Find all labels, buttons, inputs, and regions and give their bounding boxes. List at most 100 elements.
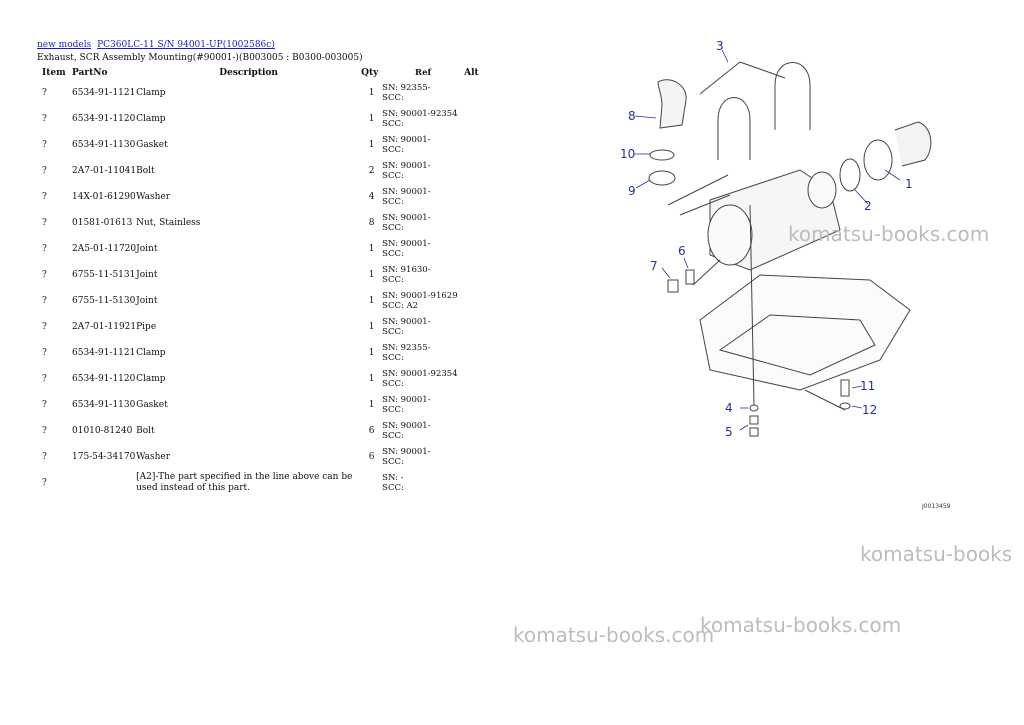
callout-10: 10 xyxy=(620,147,635,161)
cell-partno: 6534-91-1130 xyxy=(72,400,136,410)
ref-serial: SN: 92355- xyxy=(382,83,431,93)
callout-8: 8 xyxy=(628,109,636,123)
cell-description: Gasket xyxy=(136,400,168,410)
cell-alt xyxy=(464,184,494,210)
watermark: komatsu-books.com xyxy=(788,222,990,246)
cell-ref: SN: 90001-SCC: xyxy=(382,314,464,340)
cell-description: Washer xyxy=(136,452,171,462)
watermark: komatsu-books.com xyxy=(700,613,902,637)
cell-alt xyxy=(464,314,494,340)
callout-5: 5 xyxy=(725,425,733,439)
cell-alt xyxy=(464,132,494,158)
cell-partno: 6534-91-1120 xyxy=(72,374,136,384)
cell-item: ? xyxy=(42,348,47,358)
ref-scc: SCC: xyxy=(382,431,404,441)
header-partno: PartNo xyxy=(72,68,108,78)
breadcrumb-link-model[interactable]: PC360LC-11 S/N 94001-UP(1002586c) xyxy=(97,40,275,50)
cell-qty: 1 xyxy=(368,348,375,358)
parts-diagram: 1 2 3 4 5 6 7 8 10 9 11 12 xyxy=(620,39,932,439)
header-description: Description xyxy=(219,68,278,78)
cell-item: ? xyxy=(42,270,47,280)
cell-item: ? xyxy=(42,452,47,462)
cell-alt xyxy=(464,262,494,288)
ref-serial: SN: 90001- xyxy=(382,161,431,171)
cell-alt xyxy=(464,444,494,470)
ref-scc: SCC: xyxy=(382,119,404,129)
ref-serial: SN: 90001-92354 xyxy=(382,369,458,379)
cell-alt xyxy=(464,340,494,366)
cell-ref: SN: 90001-SCC: xyxy=(382,210,464,236)
ref-serial: SN: 90001- xyxy=(382,447,431,457)
cell-partno xyxy=(72,470,136,496)
cell-partno: 2A7-01-11921 xyxy=(72,322,137,332)
cell-partno: 175-54-34170 xyxy=(72,452,136,462)
cell-description: Bolt xyxy=(136,166,155,176)
ref-scc: SCC: xyxy=(382,145,404,155)
ref-serial: SN: 90001- xyxy=(382,239,431,249)
cell-qty: 1 xyxy=(368,140,375,150)
cell-partno: 6534-91-1120 xyxy=(72,114,136,124)
table-header-row: Item PartNo Description Qty Ref Alt xyxy=(37,66,494,80)
ref-serial: SN: - xyxy=(382,473,404,483)
cell-ref: SN: 90001-SCC: xyxy=(382,444,464,470)
cell-description: Pipe xyxy=(136,322,157,332)
cell-alt xyxy=(464,366,494,392)
cell-qty: 1 xyxy=(368,88,375,98)
cell-ref: SN: 90001-SCC: xyxy=(382,392,464,418)
breadcrumb-link-new-models[interactable]: new models xyxy=(37,40,92,50)
cell-qty: 1 xyxy=(368,374,375,384)
gasket-10-drawing xyxy=(649,149,675,161)
clamp-9-drawing xyxy=(648,170,676,186)
frame-drawing xyxy=(699,274,911,391)
cell-qty: 1 xyxy=(368,296,375,306)
cell-partno: 01010-81240 xyxy=(72,426,133,436)
breadcrumb: new models PC360LC-11 S/N 94001-UP(10025… xyxy=(37,40,278,50)
cell-alt xyxy=(464,392,494,418)
cell-qty: 1 xyxy=(368,114,375,124)
ref-scc: SCC: xyxy=(382,327,404,337)
cell-partno: 14X-01-61290 xyxy=(72,192,136,202)
parts-table: Item PartNo Description Qty Ref Alt ? 653… xyxy=(37,66,494,496)
cell-description: Washer xyxy=(136,192,171,202)
cell-item: ? xyxy=(42,426,47,436)
cell-ref: SN: 90001-SCC: xyxy=(382,236,464,262)
header-ref: Ref xyxy=(415,68,432,78)
cell-partno: 6755-11-5130 xyxy=(72,296,136,306)
cell-qty: 8 xyxy=(368,218,375,228)
cell-ref: SN: 90001-SCC: xyxy=(382,184,464,210)
ref-serial: SN: 91630- xyxy=(382,265,431,275)
cell-item: ? xyxy=(42,88,47,98)
cell-description: Gasket xyxy=(136,140,168,150)
cell-item: ? xyxy=(42,296,47,306)
cell-alt xyxy=(464,236,494,262)
cell-description: Clamp xyxy=(136,374,166,384)
cell-qty: 1 xyxy=(368,270,375,280)
cell-ref: SN: 91630-SCC: xyxy=(382,262,464,288)
cell-item: ? xyxy=(42,166,47,176)
ref-serial: SN: 90001- xyxy=(382,187,431,197)
cell-qty: 6 xyxy=(368,452,375,462)
cell-item: ? xyxy=(42,114,47,124)
cell-item: ? xyxy=(42,322,47,332)
callout-9: 9 xyxy=(628,184,636,198)
callout-4: 4 xyxy=(725,401,733,415)
cell-qty: 6 xyxy=(368,426,375,436)
exhaust-pipe-drawing xyxy=(657,79,687,129)
cell-ref: SN: -SCC: xyxy=(382,470,464,496)
callout-11: 11 xyxy=(860,379,875,393)
cell-description: Joint xyxy=(136,296,158,306)
ref-serial: SN: 92355- xyxy=(382,343,431,353)
ref-serial: SN: 90001- xyxy=(382,317,431,327)
cell-description: Joint xyxy=(136,270,158,280)
u-bolt-drawing-2 xyxy=(774,62,811,130)
cell-qty: 2 xyxy=(368,166,375,176)
cell-description: Joint xyxy=(136,244,158,254)
